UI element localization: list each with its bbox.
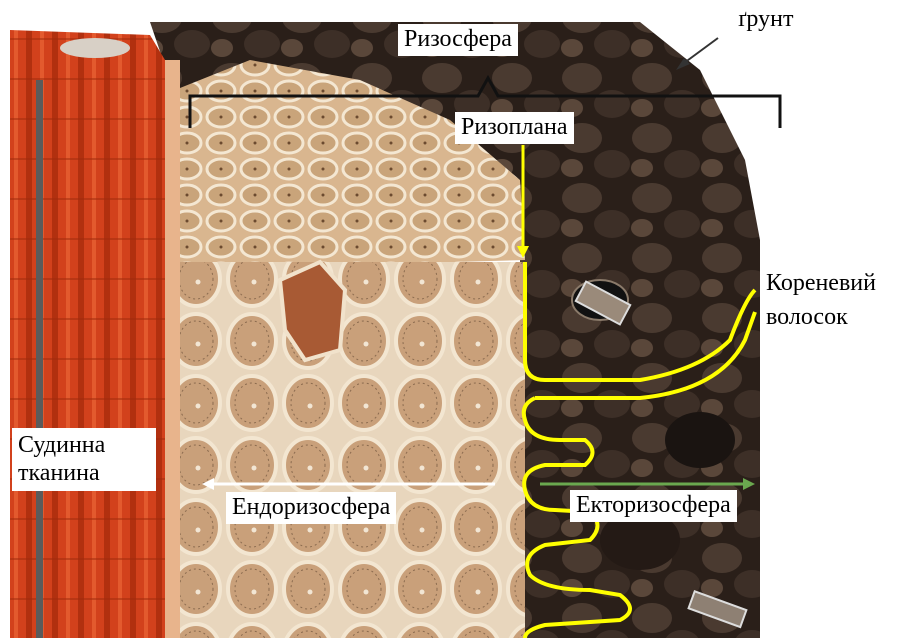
vascular-top-cap	[60, 38, 130, 58]
root-hair-label-line2: волосок	[766, 304, 848, 332]
cortex-inner-cells	[175, 262, 525, 638]
root-hair-label-line1: Кореневий	[766, 270, 876, 298]
vascular-tissue-label-line2: тканина	[18, 460, 150, 488]
endorhizosphere-label: Ендоризосфера	[226, 492, 396, 524]
ectorhizosphere-label: Екторизосфера	[570, 490, 737, 522]
soil-label: ґрунт	[738, 6, 793, 34]
vascular-tissue	[10, 30, 165, 638]
vascular-tissue-label: Судинна тканина	[12, 428, 156, 491]
rhizosphere-label: Ризосфера	[398, 24, 518, 56]
vascular-tissue-label-line1: Судинна	[18, 432, 150, 460]
rhizoplane-label: Ризоплана	[455, 112, 574, 144]
xylem-vessel	[36, 80, 43, 638]
soil-particle	[665, 412, 735, 468]
